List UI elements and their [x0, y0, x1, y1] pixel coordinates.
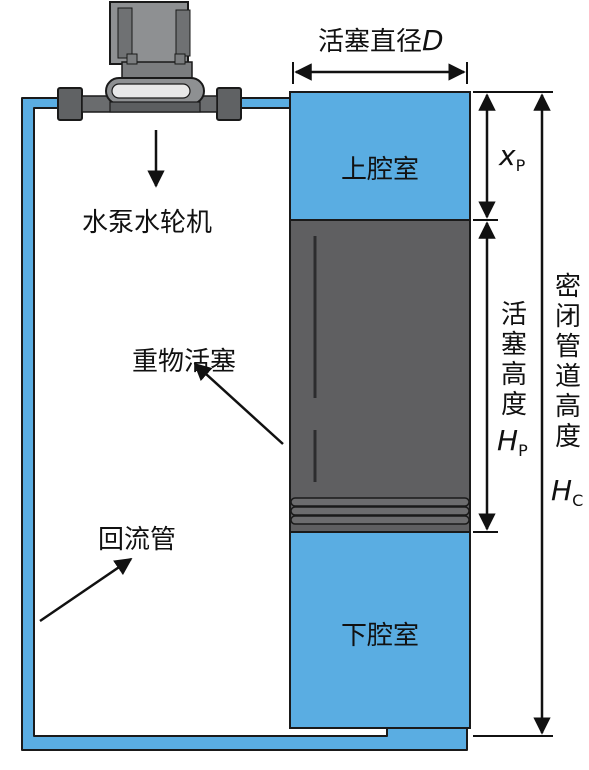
return-pipe-label: 回流管 [98, 525, 176, 555]
svg-text:度: 度 [501, 390, 527, 420]
svg-text:度: 度 [555, 422, 581, 452]
lower-chamber-label: 下腔室 [341, 621, 419, 651]
svg-text:塞: 塞 [501, 330, 527, 360]
sealed-height-label: 密 闭 管 道 高 度 HC [551, 272, 583, 510]
heavy-piston [289, 219, 471, 533]
svg-text:高: 高 [501, 360, 527, 390]
svg-text:HC: HC [551, 474, 583, 510]
svg-text:管: 管 [555, 332, 581, 362]
pump-turbine [57, 1, 242, 121]
xp-label: xP [498, 139, 526, 175]
upper-chamber-label: 上腔室 [341, 155, 419, 185]
piston-diameter-label: 活塞直径D [318, 24, 444, 57]
svg-text:闭: 闭 [555, 302, 581, 332]
svg-text:活: 活 [501, 300, 527, 330]
heavy-piston-label: 重物活塞 [132, 347, 236, 377]
piston-height-label: 活 塞 高 度 HP [497, 300, 528, 460]
pump-turbine-label: 水泵水轮机 [82, 208, 212, 238]
piston-arrow [193, 362, 284, 445]
lower-chamber [289, 531, 471, 729]
svg-text:HP: HP [497, 424, 528, 460]
svg-text:高: 高 [555, 392, 581, 422]
return-pipe-arrow [39, 557, 133, 623]
pipe-fitting-left [57, 87, 83, 121]
svg-text:密: 密 [555, 272, 581, 302]
pipe-fitting-right [216, 87, 242, 121]
piston-seal-rings [290, 497, 470, 525]
svg-text:道: 道 [555, 362, 581, 392]
